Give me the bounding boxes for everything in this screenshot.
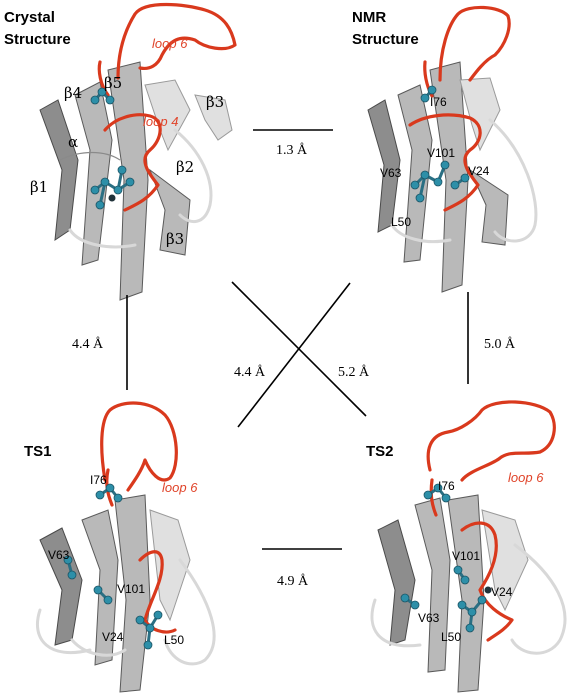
distance-crystal-ts2: 4.4 Å xyxy=(234,364,266,380)
crystal-label-beta2: β2 xyxy=(176,158,194,176)
crystal-title-line1: Crystal xyxy=(4,9,55,26)
ts1-title: TS1 xyxy=(24,443,52,460)
ts2-panel: TS2 loop 6 I76 V101 V24 V63 L50 xyxy=(366,402,565,692)
crystal-label-alpha: α xyxy=(68,133,78,151)
crystal-loop4-label: loop 4 xyxy=(143,114,178,129)
ts2-res-v101: V101 xyxy=(452,549,480,563)
ts1-res-v101: V101 xyxy=(117,582,145,596)
ts2-loop6 xyxy=(428,402,554,480)
ts1-loop6 xyxy=(102,403,177,490)
distance-crystal-nmr: 1.3 Å xyxy=(276,142,308,158)
crystal-label-beta4: β4 xyxy=(64,84,82,102)
distance-nmr-ts1: 5.2 Å xyxy=(338,364,370,380)
ts1-res-v63: V63 xyxy=(48,548,70,562)
ts2-res-v63: V63 xyxy=(418,611,440,625)
crystal-label-beta1: β1 xyxy=(30,178,48,196)
nmr-res-v24: V24 xyxy=(468,164,490,178)
nmr-res-v63: V63 xyxy=(380,166,402,180)
crystal-structure-panel: Crystal Structure loop 6 loop 4 β4 β5 β3… xyxy=(4,5,235,301)
crystal-label-beta3-top: β3 xyxy=(206,93,224,111)
ts1-panel: TS1 loop 6 I76 V63 V101 V24 L50 xyxy=(24,403,214,692)
nmr-title-line1: NMR xyxy=(352,9,386,26)
distance-nmr-ts2: 5.0 Å xyxy=(484,336,516,352)
nmr-res-i76: I76 xyxy=(430,95,447,109)
ts1-res-i76: I76 xyxy=(90,473,107,487)
crystal-label-beta3-bottom: β3 xyxy=(166,230,184,248)
ts1-res-l50: L50 xyxy=(164,633,184,647)
ts2-res-v24: V24 xyxy=(491,585,513,599)
distance-ts1-ts2: 4.9 Å xyxy=(277,573,309,589)
ts2-title: TS2 xyxy=(366,443,394,460)
nmr-structure-panel: NMR Structure I76 V101 V63 V24 L50 xyxy=(352,7,536,292)
ts2-res-i76: I76 xyxy=(438,479,455,493)
crystal-label-beta5: β5 xyxy=(104,74,122,92)
crystal-loop6-label: loop 6 xyxy=(152,36,188,51)
ts2-loop6-label: loop 6 xyxy=(508,470,544,485)
nmr-res-l50: L50 xyxy=(391,215,411,229)
distance-crystal-ts1: 4.4 Å xyxy=(72,336,104,352)
crystal-title-line2: Structure xyxy=(4,31,71,48)
ts2-res-l50: L50 xyxy=(441,630,461,644)
nmr-res-v101: V101 xyxy=(427,146,455,160)
nmr-title-line2: Structure xyxy=(352,31,419,48)
ts1-loop6-label: loop 6 xyxy=(162,480,198,495)
ts1-res-v24: V24 xyxy=(102,630,124,644)
